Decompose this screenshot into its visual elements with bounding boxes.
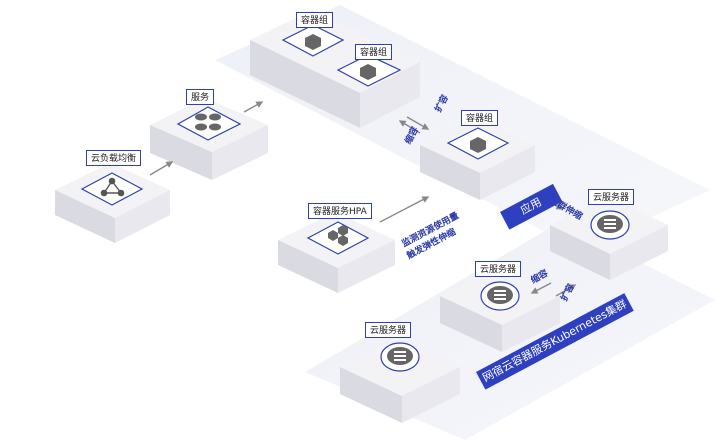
arrow-lb-to-service [149,161,174,176]
platform-cloud-server-2 [440,267,560,352]
arrow-scale-in [398,120,421,134]
label-service: 服务 [186,89,215,105]
network-node-icon [100,177,125,197]
server-icon [487,286,513,304]
label-cloud-server-3: 云服务器 [365,322,412,338]
arrow-hpa-to-app [379,196,430,223]
cube-icon [360,64,376,80]
label-cloud-server-1: 云服务器 [588,189,635,205]
arrow-service-to-app [243,101,264,113]
label-cloud-lb: 云负载均衡 [86,150,142,166]
platform-app-main [250,10,420,128]
hpa-cubes-icon [328,225,348,246]
cube-icon [470,137,486,153]
label-container-group-2: 容器组 [355,44,393,60]
server-icon [387,347,413,365]
platform-cloud-server-1 [550,196,668,280]
label-hpa: 容器服务HPA [308,203,372,219]
label-container-group-1: 容器组 [296,12,334,28]
service-grid-icon [195,113,221,131]
label-cloud-server-2: 云服务器 [475,261,522,277]
label-container-group-3: 容器组 [461,110,499,126]
arrow-scale-out [406,116,430,130]
platform-container-group-3 [420,118,535,200]
platform-cloud-server-3 [340,338,460,423]
platform-hpa [278,212,395,293]
server-icon [597,215,623,233]
cube-icon [305,34,321,50]
platform-service [150,98,268,180]
arrow-cluster-scale-out [555,284,577,297]
platform-cloud-lb [55,163,170,243]
arrow-cluster-scale-in [530,282,552,294]
